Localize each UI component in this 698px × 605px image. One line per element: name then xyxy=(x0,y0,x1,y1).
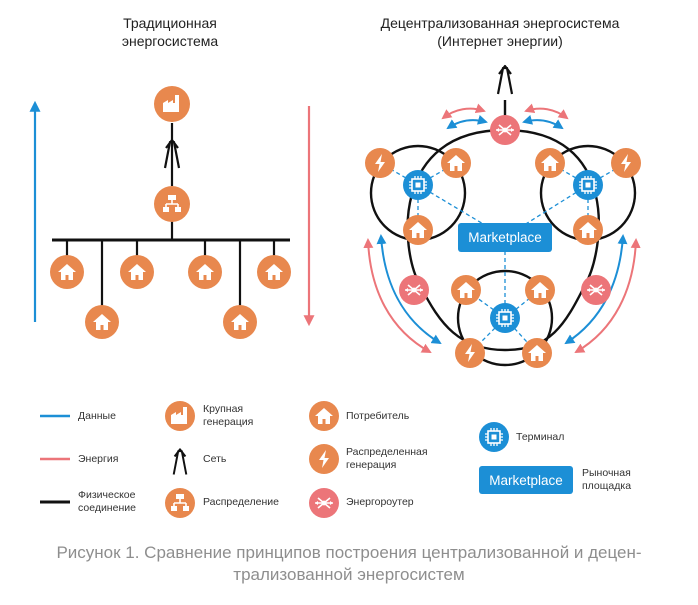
traditional-title: Традиционная энергосистема xyxy=(90,14,250,50)
lightning-icon xyxy=(309,444,339,474)
cluster-bottom xyxy=(456,269,554,367)
legend-physical-line-2: соединение xyxy=(78,502,136,514)
legend-distributed-generation-line-2: генерация xyxy=(346,459,397,471)
house-icon xyxy=(451,275,481,305)
decentralized-title: Децентрализованная энергосистема (Интерн… xyxy=(350,14,650,50)
legend-physical-line-1: Физическое xyxy=(78,489,136,501)
legend-large-generation-line-1: Крупная xyxy=(203,403,244,415)
legend-marketplace-text: Рыночная площадка xyxy=(582,467,631,493)
legend-energy-text: Энергия xyxy=(78,453,119,465)
top-right-energy-arrow xyxy=(524,103,569,120)
branch-lines xyxy=(65,240,276,306)
legend-physical-text: Физическое соединение xyxy=(78,489,136,515)
top-left-energy-arrow xyxy=(441,103,486,120)
decentralized-system: Marketplace xyxy=(363,64,641,368)
legend: Marketplace xyxy=(40,401,573,518)
legend-marketplace-box: Marketplace xyxy=(479,466,573,494)
legend-distributed-generation-text: Распределенная генерация xyxy=(346,446,428,472)
house-icon xyxy=(50,255,84,289)
house-icon xyxy=(120,255,154,289)
legend-network-text: Сеть xyxy=(203,453,227,465)
top-right-data-arrow xyxy=(522,114,564,130)
legend-data-text: Данные xyxy=(78,410,116,422)
figure-caption-line-1: Рисунок 1. Сравнение принципов построени… xyxy=(56,543,642,562)
legend-distribution-text: Распределение xyxy=(203,496,279,508)
legend-distributed-generation-line-1: Распределенная xyxy=(346,446,428,458)
house-icon xyxy=(573,215,603,245)
energy-router-icon xyxy=(581,275,611,305)
house-icon xyxy=(309,401,339,431)
terminal-chip-icon xyxy=(479,422,509,452)
house-icon xyxy=(188,255,222,289)
network-tower-icon xyxy=(172,448,188,476)
network-tower-icon xyxy=(496,64,514,96)
terminal-chip-icon xyxy=(490,303,520,333)
legend-marketplace-line-2: площадка xyxy=(582,480,632,492)
house-icon xyxy=(85,305,119,339)
house-icon xyxy=(403,215,433,245)
energy-router-icon xyxy=(309,488,339,518)
factory-icon xyxy=(154,86,190,122)
lightning-icon xyxy=(455,338,485,368)
traditional-title-line-1: Традиционная xyxy=(123,15,217,31)
house-icon xyxy=(257,255,291,289)
lightning-icon xyxy=(611,148,641,178)
marketplace-label: Marketplace xyxy=(468,230,542,245)
legend-energy-router-text: Энергороутер xyxy=(346,496,414,508)
flow-arrows xyxy=(363,103,641,354)
distribution-icon xyxy=(165,488,195,518)
legend-large-generation-line-2: генерация xyxy=(203,416,254,428)
legend-marketplace-line-1: Рыночная xyxy=(582,467,631,479)
energy-router-icon xyxy=(490,115,520,145)
outer-ring xyxy=(406,128,601,352)
distribution-icon xyxy=(154,186,190,222)
legend-terminal-text: Терминал xyxy=(516,431,565,443)
house-icon xyxy=(441,148,471,178)
figure-caption-line-2: трализованной энергосистем xyxy=(233,565,465,584)
traditional-title-line-2: энергосистема xyxy=(121,33,219,49)
legend-consumer-text: Потребитель xyxy=(346,410,410,422)
traditional-system xyxy=(29,86,315,339)
decentralized-title-line-2: (Интернет энергии) xyxy=(437,33,563,49)
left-data-arrow xyxy=(376,234,442,345)
house-icon xyxy=(223,305,257,339)
legend-marketplace-label: Marketplace xyxy=(489,473,563,488)
terminal-chip-icon xyxy=(403,170,433,200)
top-left-data-arrow xyxy=(446,114,488,130)
terminal-chip-icon xyxy=(573,170,603,200)
house-icon xyxy=(525,275,555,305)
house-icon xyxy=(535,148,565,178)
lightning-icon xyxy=(365,148,395,178)
legend-large-generation-text: Крупная генерация xyxy=(203,403,253,429)
decentralized-title-line-1: Децентрализованная энергосистема xyxy=(380,15,620,31)
factory-icon xyxy=(165,401,195,431)
figure-caption: Рисунок 1. Сравнение принципов построени… xyxy=(0,542,698,586)
energy-router-icon xyxy=(399,275,429,305)
marketplace-box: Marketplace xyxy=(458,223,552,252)
house-icon xyxy=(522,338,552,368)
